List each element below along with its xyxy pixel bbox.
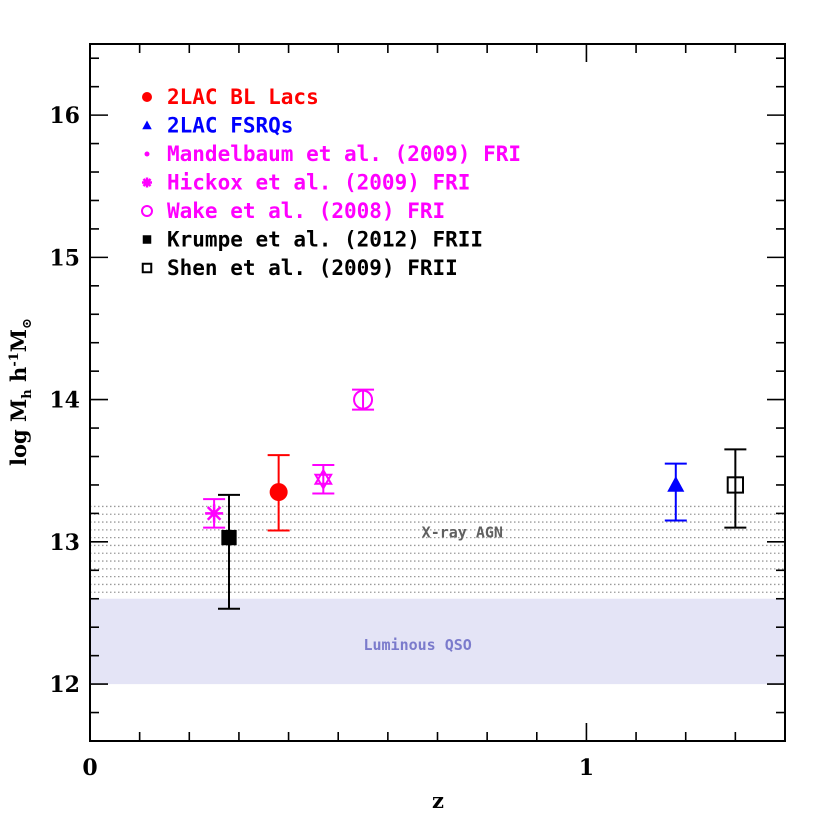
data-point (352, 388, 375, 411)
x-tick-label: 1 (579, 755, 594, 781)
bands-layer: X-ray AGN Luminous QSO (90, 505, 785, 685)
marker (313, 473, 333, 491)
data-point (267, 454, 290, 532)
data-point (312, 464, 335, 495)
data-point (203, 498, 226, 529)
marker (353, 389, 374, 410)
band-label: X-ray AGN (422, 524, 503, 542)
legend-marker (142, 235, 152, 244)
y-axis-title-sub2: ⊙ (20, 318, 35, 329)
legend-marker (141, 262, 153, 274)
legend-marker (144, 151, 150, 157)
y-tick-label: 16 (49, 103, 80, 129)
y-tick-label: 13 (49, 530, 80, 556)
band-luminous-qso (90, 598, 785, 685)
y-axis-title: log Mh h-1M⊙ (6, 318, 35, 466)
marker (726, 476, 745, 494)
legend-label: Krumpe et al. (2012) FRII (167, 228, 483, 252)
legend-label: Wake et al. (2008) FRI (167, 199, 445, 223)
legend-label: Hickox et al. (2009) FRI (167, 171, 470, 195)
data-point (724, 448, 747, 529)
y-axis-title-sub: h (20, 389, 35, 399)
band-label: Luminous QSO (363, 636, 471, 654)
marker (221, 529, 237, 546)
data-point (218, 493, 240, 610)
marker (667, 475, 685, 492)
marker (269, 483, 288, 502)
data-point (664, 462, 687, 522)
x-axis-title: z (432, 788, 444, 813)
y-axis-title-sup: -1 (7, 352, 22, 366)
y-tick-label: 12 (49, 672, 80, 698)
legend-label: 2LAC BL Lacs (167, 85, 319, 109)
y-axis-title-mid: h (6, 367, 31, 390)
data-points-layer (203, 388, 747, 610)
y-axis-title-base: log M (6, 399, 31, 466)
legend-marker (142, 177, 152, 188)
svg-text:log Mh h-1M⊙: log Mh h-1M⊙ (6, 318, 35, 466)
legend-label: Shen et al. (2009) FRII (167, 256, 458, 280)
marker (205, 504, 224, 523)
ticks-layer: 12 13 14 15 16 0 1 (49, 44, 786, 781)
legend-marker (142, 92, 152, 102)
legend-marker (141, 205, 153, 217)
legend-label: 2LAC FSRQs (167, 114, 293, 138)
y-axis-title-tail: M (6, 329, 31, 352)
x-tick-label: 0 (82, 755, 97, 781)
legend-label: Mandelbaum et al. (2009) FRI (167, 142, 521, 166)
y-tick-label: 15 (49, 245, 80, 271)
plot-frame (89, 43, 786, 742)
marker (313, 468, 333, 485)
y-tick-label: 14 (49, 388, 80, 414)
legend-marker (142, 120, 152, 130)
